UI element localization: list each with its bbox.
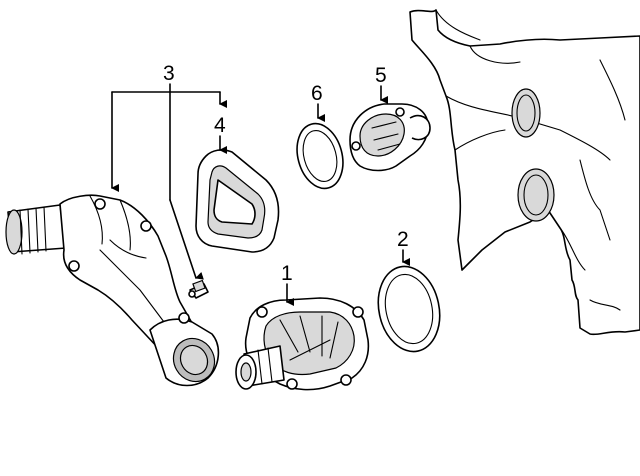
- callout-leaders: [111, 83, 410, 306]
- callout-2: 2: [397, 228, 409, 251]
- callout-3: 3: [163, 62, 175, 85]
- water-pump: [235, 297, 370, 391]
- gasket: [195, 149, 280, 253]
- callout-5: 5: [375, 64, 387, 87]
- o-ring-large: [377, 265, 441, 353]
- callout-1: 1: [281, 262, 293, 285]
- callout-6: 6: [311, 82, 323, 105]
- o-ring-small: [296, 122, 344, 190]
- coolant-flange: [5, 194, 220, 387]
- engine-timing-cover: [409, 9, 640, 336]
- callout-4: 4: [214, 114, 226, 137]
- bolt: [188, 279, 209, 299]
- thermostat: [349, 103, 431, 172]
